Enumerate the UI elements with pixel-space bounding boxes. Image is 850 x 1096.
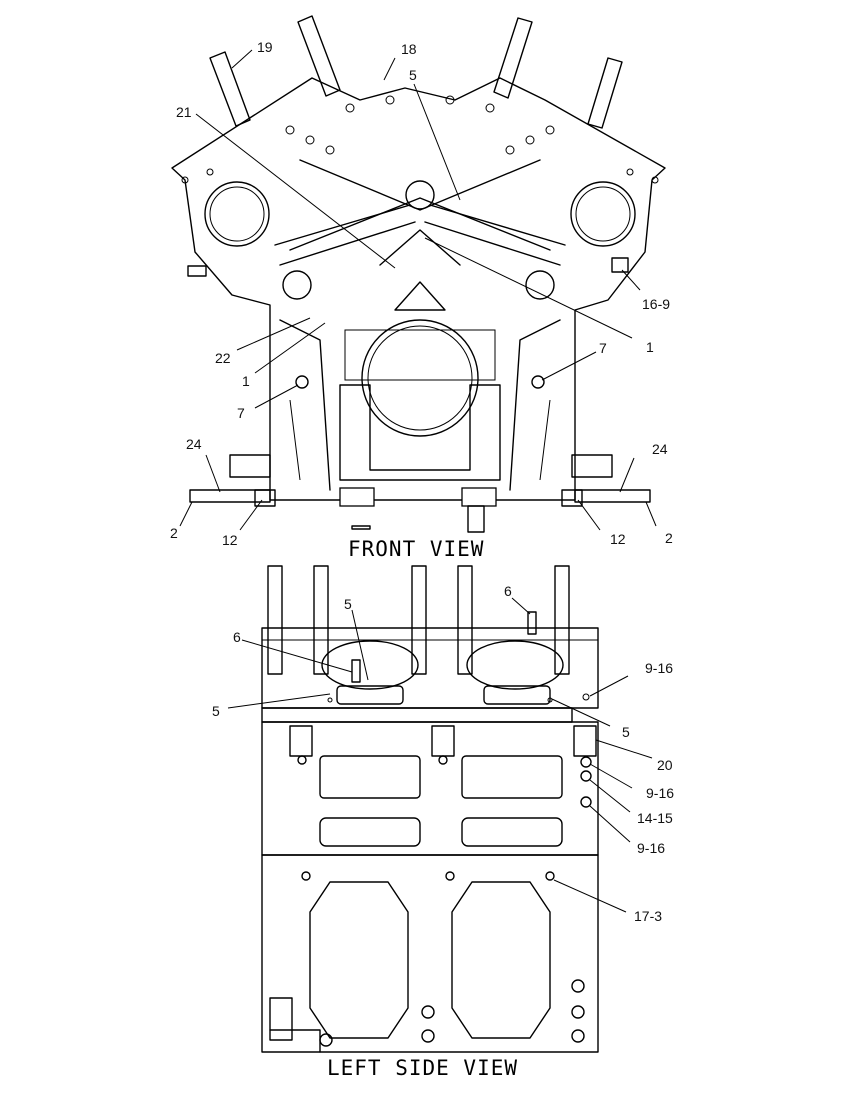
callout-12-left: 12	[222, 532, 238, 548]
callout-20: 20	[657, 757, 673, 773]
callout-5-front: 5	[409, 67, 417, 83]
callout-9-16-top: 9-16	[645, 660, 673, 676]
callout-14-15: 14-15	[637, 810, 673, 826]
callout-21: 21	[176, 104, 192, 120]
callout-17-3: 17-3	[634, 908, 662, 924]
callout-6-left: 6	[233, 629, 241, 645]
front-view-drawing	[171, 15, 666, 533]
front-view-title: FRONT VIEW	[348, 537, 484, 561]
head-studs	[267, 565, 570, 675]
injector-tubes	[209, 15, 623, 129]
callout-19: 19	[257, 39, 273, 55]
callout-9-16-mid: 9-16	[646, 785, 674, 801]
callout-5-left: 5	[212, 703, 220, 719]
left-side-view-drawing	[261, 565, 599, 1053]
callout-5-right: 5	[622, 724, 630, 740]
side-leader-lines	[227, 597, 653, 913]
callout-6-top: 6	[504, 583, 512, 599]
callout-22: 22	[215, 350, 231, 366]
callout-1-right: 1	[646, 339, 654, 355]
callout-16-9: 16-9	[642, 296, 670, 312]
callout-1-left: 1	[242, 373, 250, 389]
callout-7-left: 7	[237, 405, 245, 421]
callout-18: 18	[401, 41, 417, 57]
callout-12-right: 12	[610, 531, 626, 547]
callout-2-right: 2	[665, 530, 673, 546]
head-bolt-holes	[181, 95, 659, 184]
callout-2-left: 2	[170, 525, 178, 541]
callout-9-16-low: 9-16	[637, 840, 665, 856]
callout-24-right: 24	[652, 441, 668, 457]
callout-5-top: 5	[344, 596, 352, 612]
callout-7-right: 7	[599, 340, 607, 356]
left-side-view-title: LEFT SIDE VIEW	[327, 1056, 518, 1080]
callout-24-left: 24	[186, 436, 202, 452]
front-leader-lines	[179, 49, 657, 531]
